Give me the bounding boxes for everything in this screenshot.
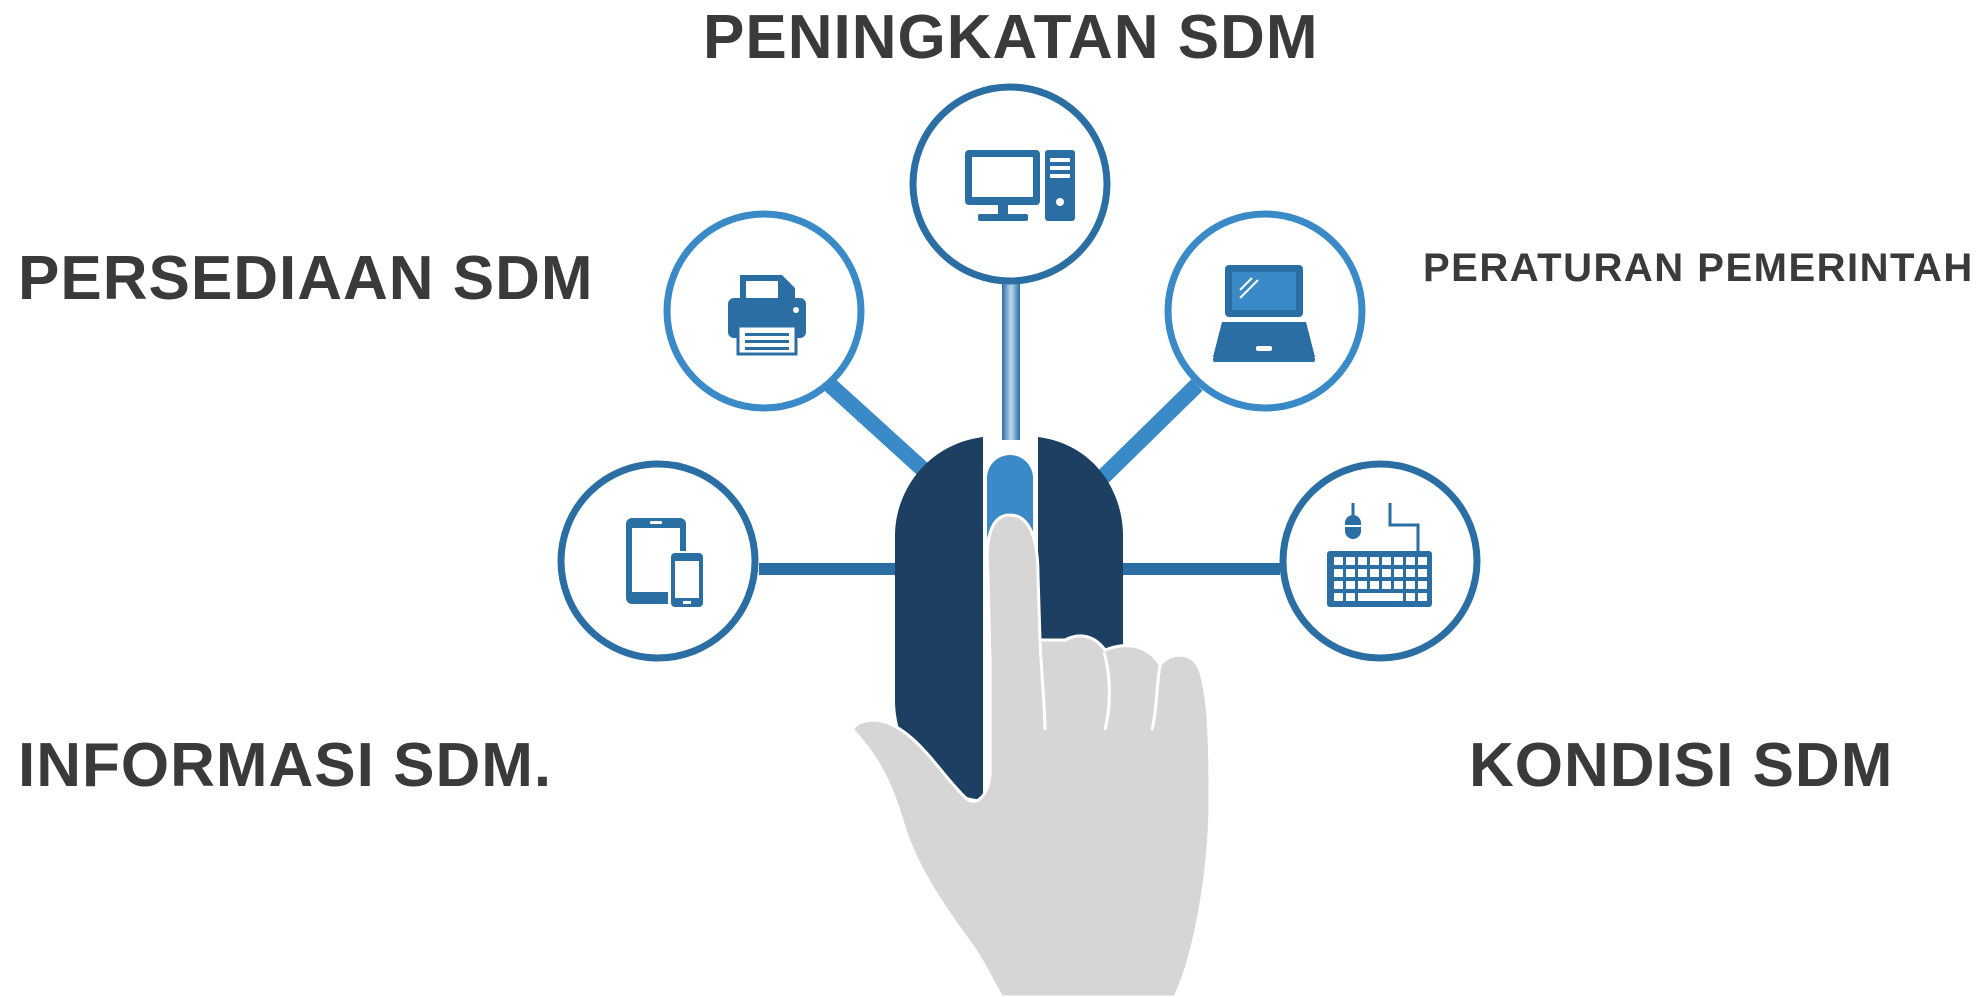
node-desktop bbox=[909, 83, 1111, 285]
keyboard-mouse-icon bbox=[1327, 503, 1432, 607]
connector-left bbox=[759, 563, 897, 575]
node-laptop bbox=[1164, 210, 1366, 412]
printer-icon bbox=[728, 275, 806, 356]
node-tablet bbox=[557, 460, 759, 662]
laptop-icon bbox=[1213, 265, 1315, 362]
label-peraturan-pemerintah: PERATURAN PEMERINTAH bbox=[1423, 246, 1974, 290]
hand-icon bbox=[851, 513, 1212, 997]
label-kondisi-sdm: KONDISI SDM bbox=[1469, 731, 1894, 800]
node-printer bbox=[663, 210, 865, 412]
connector-top bbox=[1002, 280, 1020, 440]
connector-top-left bbox=[824, 379, 934, 480]
label-persediaan-sdm: PERSEDIAAN SDM bbox=[18, 244, 594, 313]
desktop-computer-icon bbox=[965, 150, 1075, 221]
connector-right bbox=[1122, 563, 1280, 575]
node-keyboard bbox=[1279, 460, 1481, 662]
connector-top-right bbox=[1094, 379, 1203, 486]
label-informasi-sdm: INFORMASI SDM. bbox=[18, 731, 553, 800]
label-peningkatan-sdm: PENINGKATAN SDM bbox=[703, 3, 1319, 72]
connectors bbox=[759, 280, 1280, 575]
tablet-phone-icon bbox=[626, 518, 706, 609]
